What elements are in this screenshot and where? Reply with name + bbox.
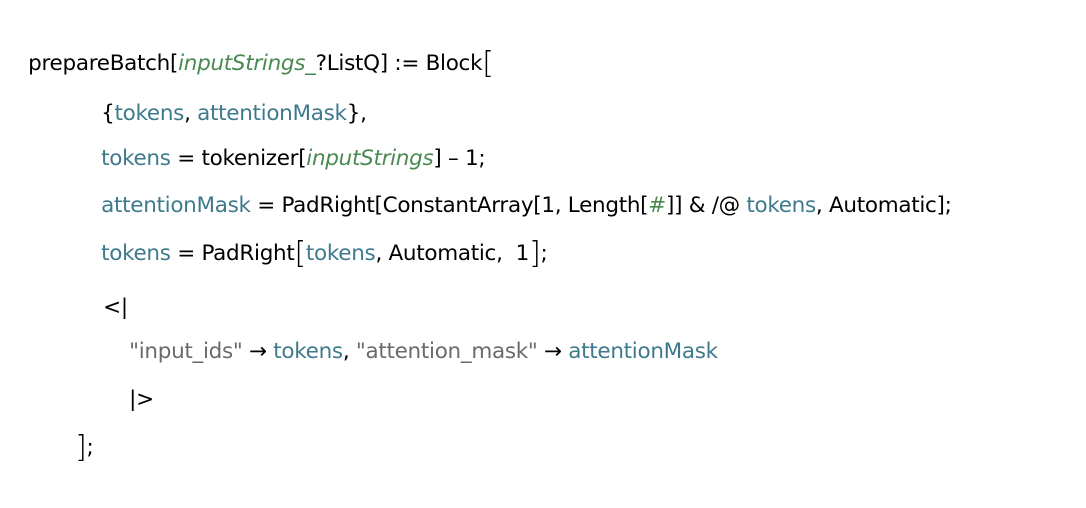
code-line-1: prepareBatch[inputStrings_?ListQ] := Blo… [2,4,494,79]
local-var-attention-mask: attentionMask [197,101,347,126]
statement-end: ; [540,241,548,266]
local-var-tokens: tokens [101,241,171,266]
local-var-attention-mask: attentionMask [568,339,718,364]
big-open-bracket: [ [294,236,307,271]
local-var-tokens: tokens [305,241,376,266]
string-attention-mask: "attention_mask" [355,339,538,364]
rule-arrow: → [537,339,569,364]
code-line-3: tokens = tokenizer[inputStrings] – 1; [75,99,485,171]
code-line-5: tokens = PadRight[tokens, Automatic, 1]; [75,194,548,269]
local-var-tokens: tokens [273,339,343,364]
association-open: <| [103,295,128,320]
local-var-attention-mask: attentionMask [101,193,251,218]
block-open-bracket: [ [482,46,494,81]
association-close: |> [129,387,154,412]
open-bracket: [ [170,51,179,76]
string-input-ids: "input_ids" [129,339,243,364]
pattern-test: ?ListQ [315,51,380,76]
assign-block: ] := Block [379,51,483,76]
code-line-4: attentionMask = PadRight[ConstantArray[1… [75,146,952,218]
local-var-tokens: tokens [746,193,816,218]
statement-rest: ] – 1; [433,146,486,171]
statement-rest: , Automatic]; [815,193,952,218]
pattern-parameter: inputStrings_ [178,51,316,76]
padright-call: = PadRight[ConstantArray[1, Length[ [250,193,649,218]
rule-arrow: → [242,339,274,364]
padright-args: , Automatic, 1 [375,241,530,266]
code-line-9: ]; [49,388,94,463]
code-line-2: {tokens, attentionMask}, [75,54,367,126]
local-var-tokens: tokens [101,146,171,171]
code-line-7: "input_ids" → tokens, "attention_mask" →… [103,292,718,364]
list-open: { [101,101,115,126]
code-cell[interactable]: prepareBatch[inputStrings_?ListQ] := Blo… [0,0,1086,463]
parameter-reference: inputStrings [306,146,434,171]
block-close-bracket: ] [75,430,87,465]
local-var-tokens: tokens [114,101,185,126]
big-close-bracket: ] [529,236,541,271]
list-close: }, [346,101,367,126]
code-line-8: |> [103,340,154,412]
map-operator: ]] & /@ [665,193,747,218]
function-name: prepareBatch [28,51,171,76]
code-line-6: <| [77,248,128,320]
separator: , [342,339,356,364]
slot-symbol: # [648,193,666,218]
separator: , [184,101,198,126]
statement-end: ; [86,435,94,460]
tokenizer-call: = tokenizer[ [170,146,307,171]
padright-call: = PadRight [170,241,295,266]
